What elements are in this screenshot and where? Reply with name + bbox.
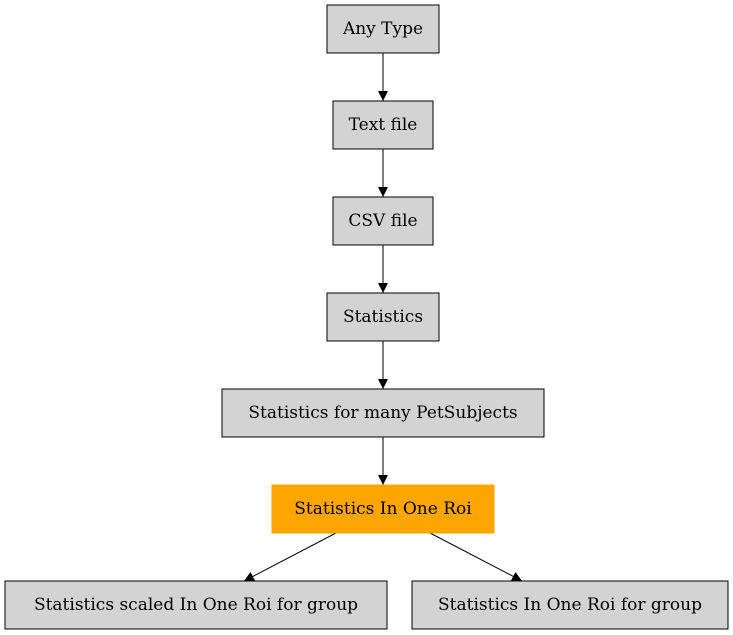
node-stats-one-roi-group[interactable]: Statistics In One Roi for group: [411, 580, 729, 630]
edge-stats-one-roi-to-scaled-group: [243, 532, 337, 582]
node-box: [326, 4, 440, 54]
node-label: Any Type: [342, 19, 423, 39]
node-label: Statistics for many PetSubjects: [248, 403, 517, 423]
node-stats-many-petsubjects[interactable]: Statistics for many PetSubjects: [221, 388, 545, 438]
node-text-file[interactable]: Text file: [332, 100, 434, 150]
node-any-type[interactable]: Any Type: [326, 4, 440, 54]
node-csv-file[interactable]: CSV file: [332, 196, 434, 246]
node-label: Statistics: [343, 307, 423, 327]
node-label: Statistics In One Roi for group: [438, 595, 702, 615]
node-box: [332, 100, 434, 150]
node-box-highlighted: [271, 484, 495, 534]
node-stats-in-one-roi[interactable]: Statistics In One Roi: [271, 484, 495, 534]
node-label: Text file: [349, 115, 418, 135]
node-label: Statistics In One Roi: [294, 499, 472, 519]
node-stats-scaled-one-roi-group[interactable]: Statistics scaled In One Roi for group: [4, 580, 388, 630]
node-box: [4, 580, 388, 630]
node-label: CSV file: [348, 211, 417, 231]
edges: [243, 53, 523, 582]
node-box: [411, 580, 729, 630]
node-statistics[interactable]: Statistics: [326, 292, 440, 342]
node-box: [332, 196, 434, 246]
edge-stats-one-roi-to-group: [429, 532, 523, 582]
node-label: Statistics scaled In One Roi for group: [34, 595, 358, 615]
node-box: [221, 388, 545, 438]
node-box: [326, 292, 440, 342]
